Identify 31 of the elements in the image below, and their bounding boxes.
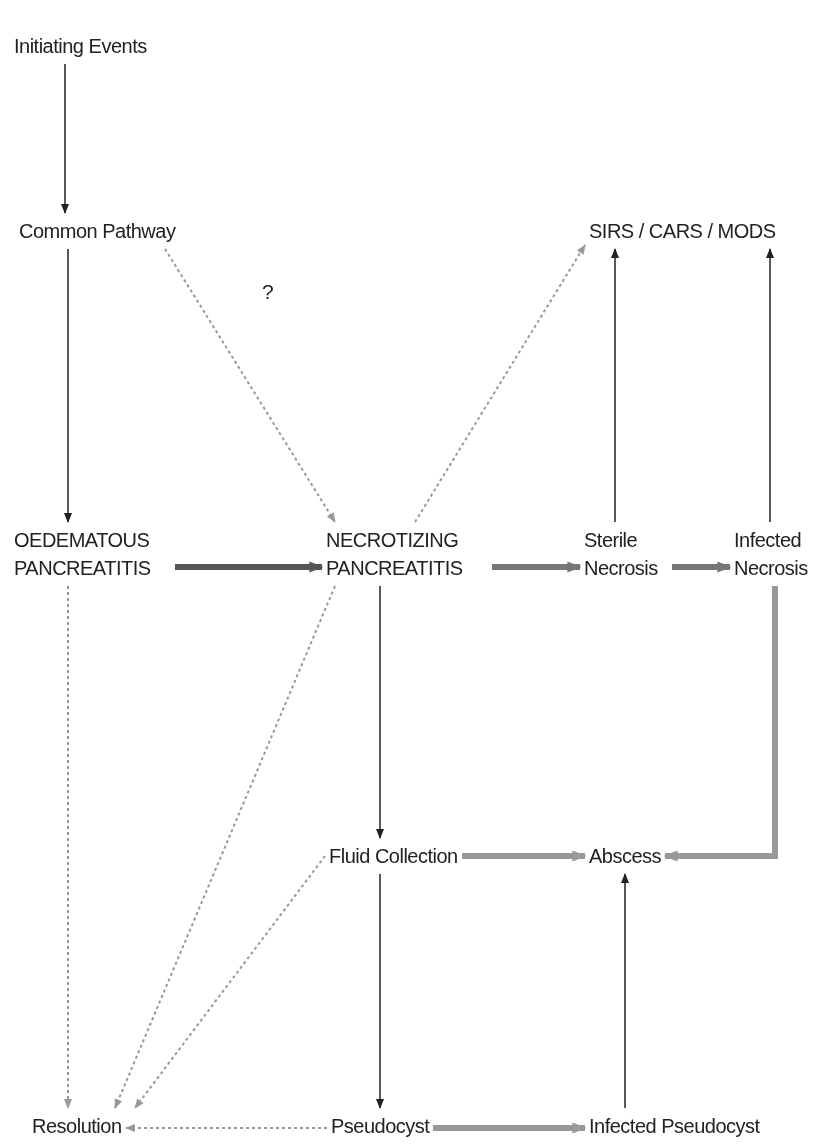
- dashed-arrow: [125, 1124, 328, 1132]
- dashed-arrow: [134, 855, 326, 1109]
- thick-arrow: [672, 561, 732, 573]
- thick-arrow: [175, 561, 324, 573]
- dashed-arrow: [64, 585, 72, 1109]
- dashed-arrow: [114, 585, 336, 1109]
- arrow: [611, 248, 619, 523]
- arrow: [376, 873, 384, 1109]
- dashed-arrow: [414, 244, 586, 523]
- node-label: Initiating Events: [14, 34, 147, 59]
- arrow: [61, 63, 69, 214]
- dashed-arrow: [164, 248, 336, 523]
- node-label: Abscess: [589, 844, 662, 869]
- node-label: SIRS / CARS / MODS: [589, 219, 776, 244]
- node-label: Fluid Collection: [329, 844, 458, 869]
- node-label: Pseudocyst: [331, 1114, 430, 1139]
- node-label: Resolution: [32, 1114, 122, 1139]
- node-label: Infected Necrosis: [734, 528, 809, 581]
- node-label: Common Pathway: [19, 219, 176, 244]
- arrow: [766, 248, 774, 523]
- node-label: NECROTIZING PANCREATITIS: [326, 528, 464, 581]
- arrow: [376, 585, 384, 839]
- thick-arrow: [433, 1122, 587, 1134]
- thick-arrow: [462, 850, 587, 862]
- node-label: Sterile Necrosis: [584, 528, 659, 581]
- node-label: Infected Pseudocyst: [589, 1114, 760, 1139]
- arrow: [64, 248, 72, 523]
- thick-arrow: [492, 561, 582, 573]
- node-label: OEDEMATOUS PANCREATITIS: [14, 528, 152, 581]
- arrow: [621, 873, 629, 1109]
- thick-arrow: [663, 586, 778, 862]
